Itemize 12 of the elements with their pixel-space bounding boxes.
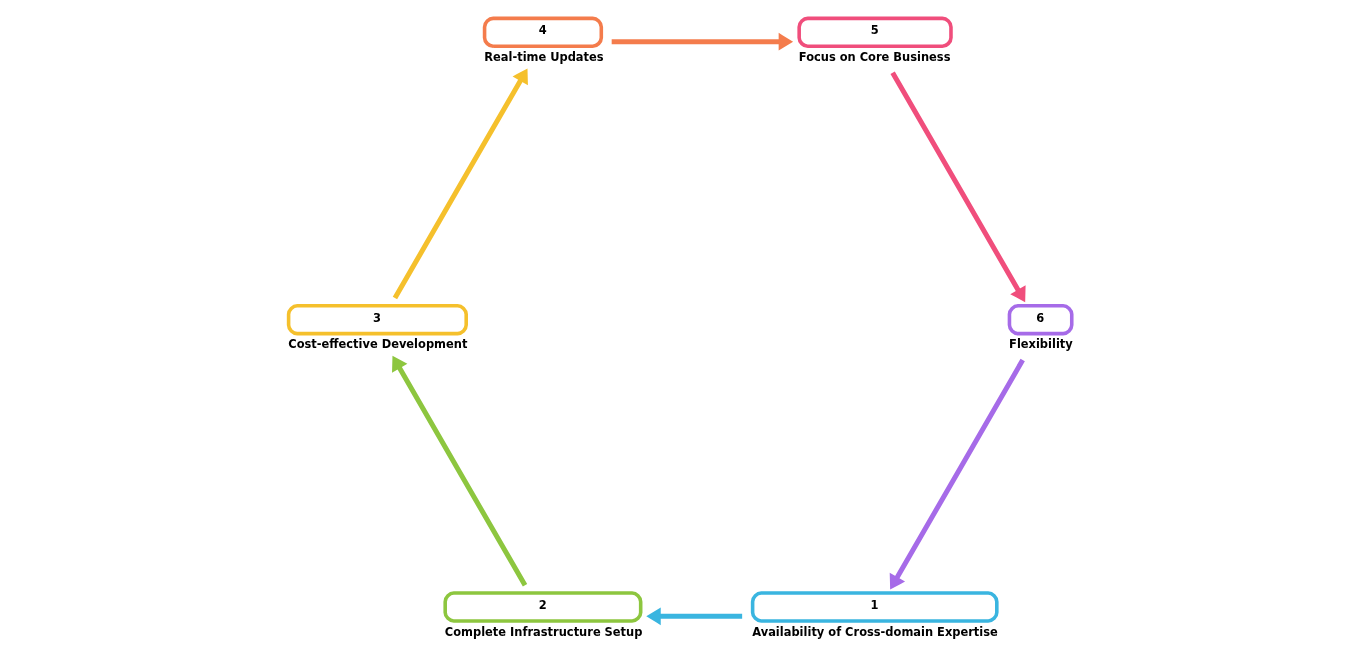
node-label: Real-time Updates xyxy=(484,49,604,64)
arrow xyxy=(392,355,528,587)
arrow xyxy=(890,71,1026,303)
node-label: Flexibility xyxy=(1009,337,1073,352)
arrow xyxy=(392,68,528,300)
arrow xyxy=(646,607,743,626)
node-label: Complete Infrastructure Setup xyxy=(444,624,643,639)
arrow xyxy=(611,32,794,51)
node-label: Cost-effective Development xyxy=(288,337,468,352)
node-label: Availability of Cross-domain Expertise xyxy=(752,624,998,639)
node-label: Focus on Core Business xyxy=(798,49,951,64)
arrow xyxy=(889,358,1025,590)
